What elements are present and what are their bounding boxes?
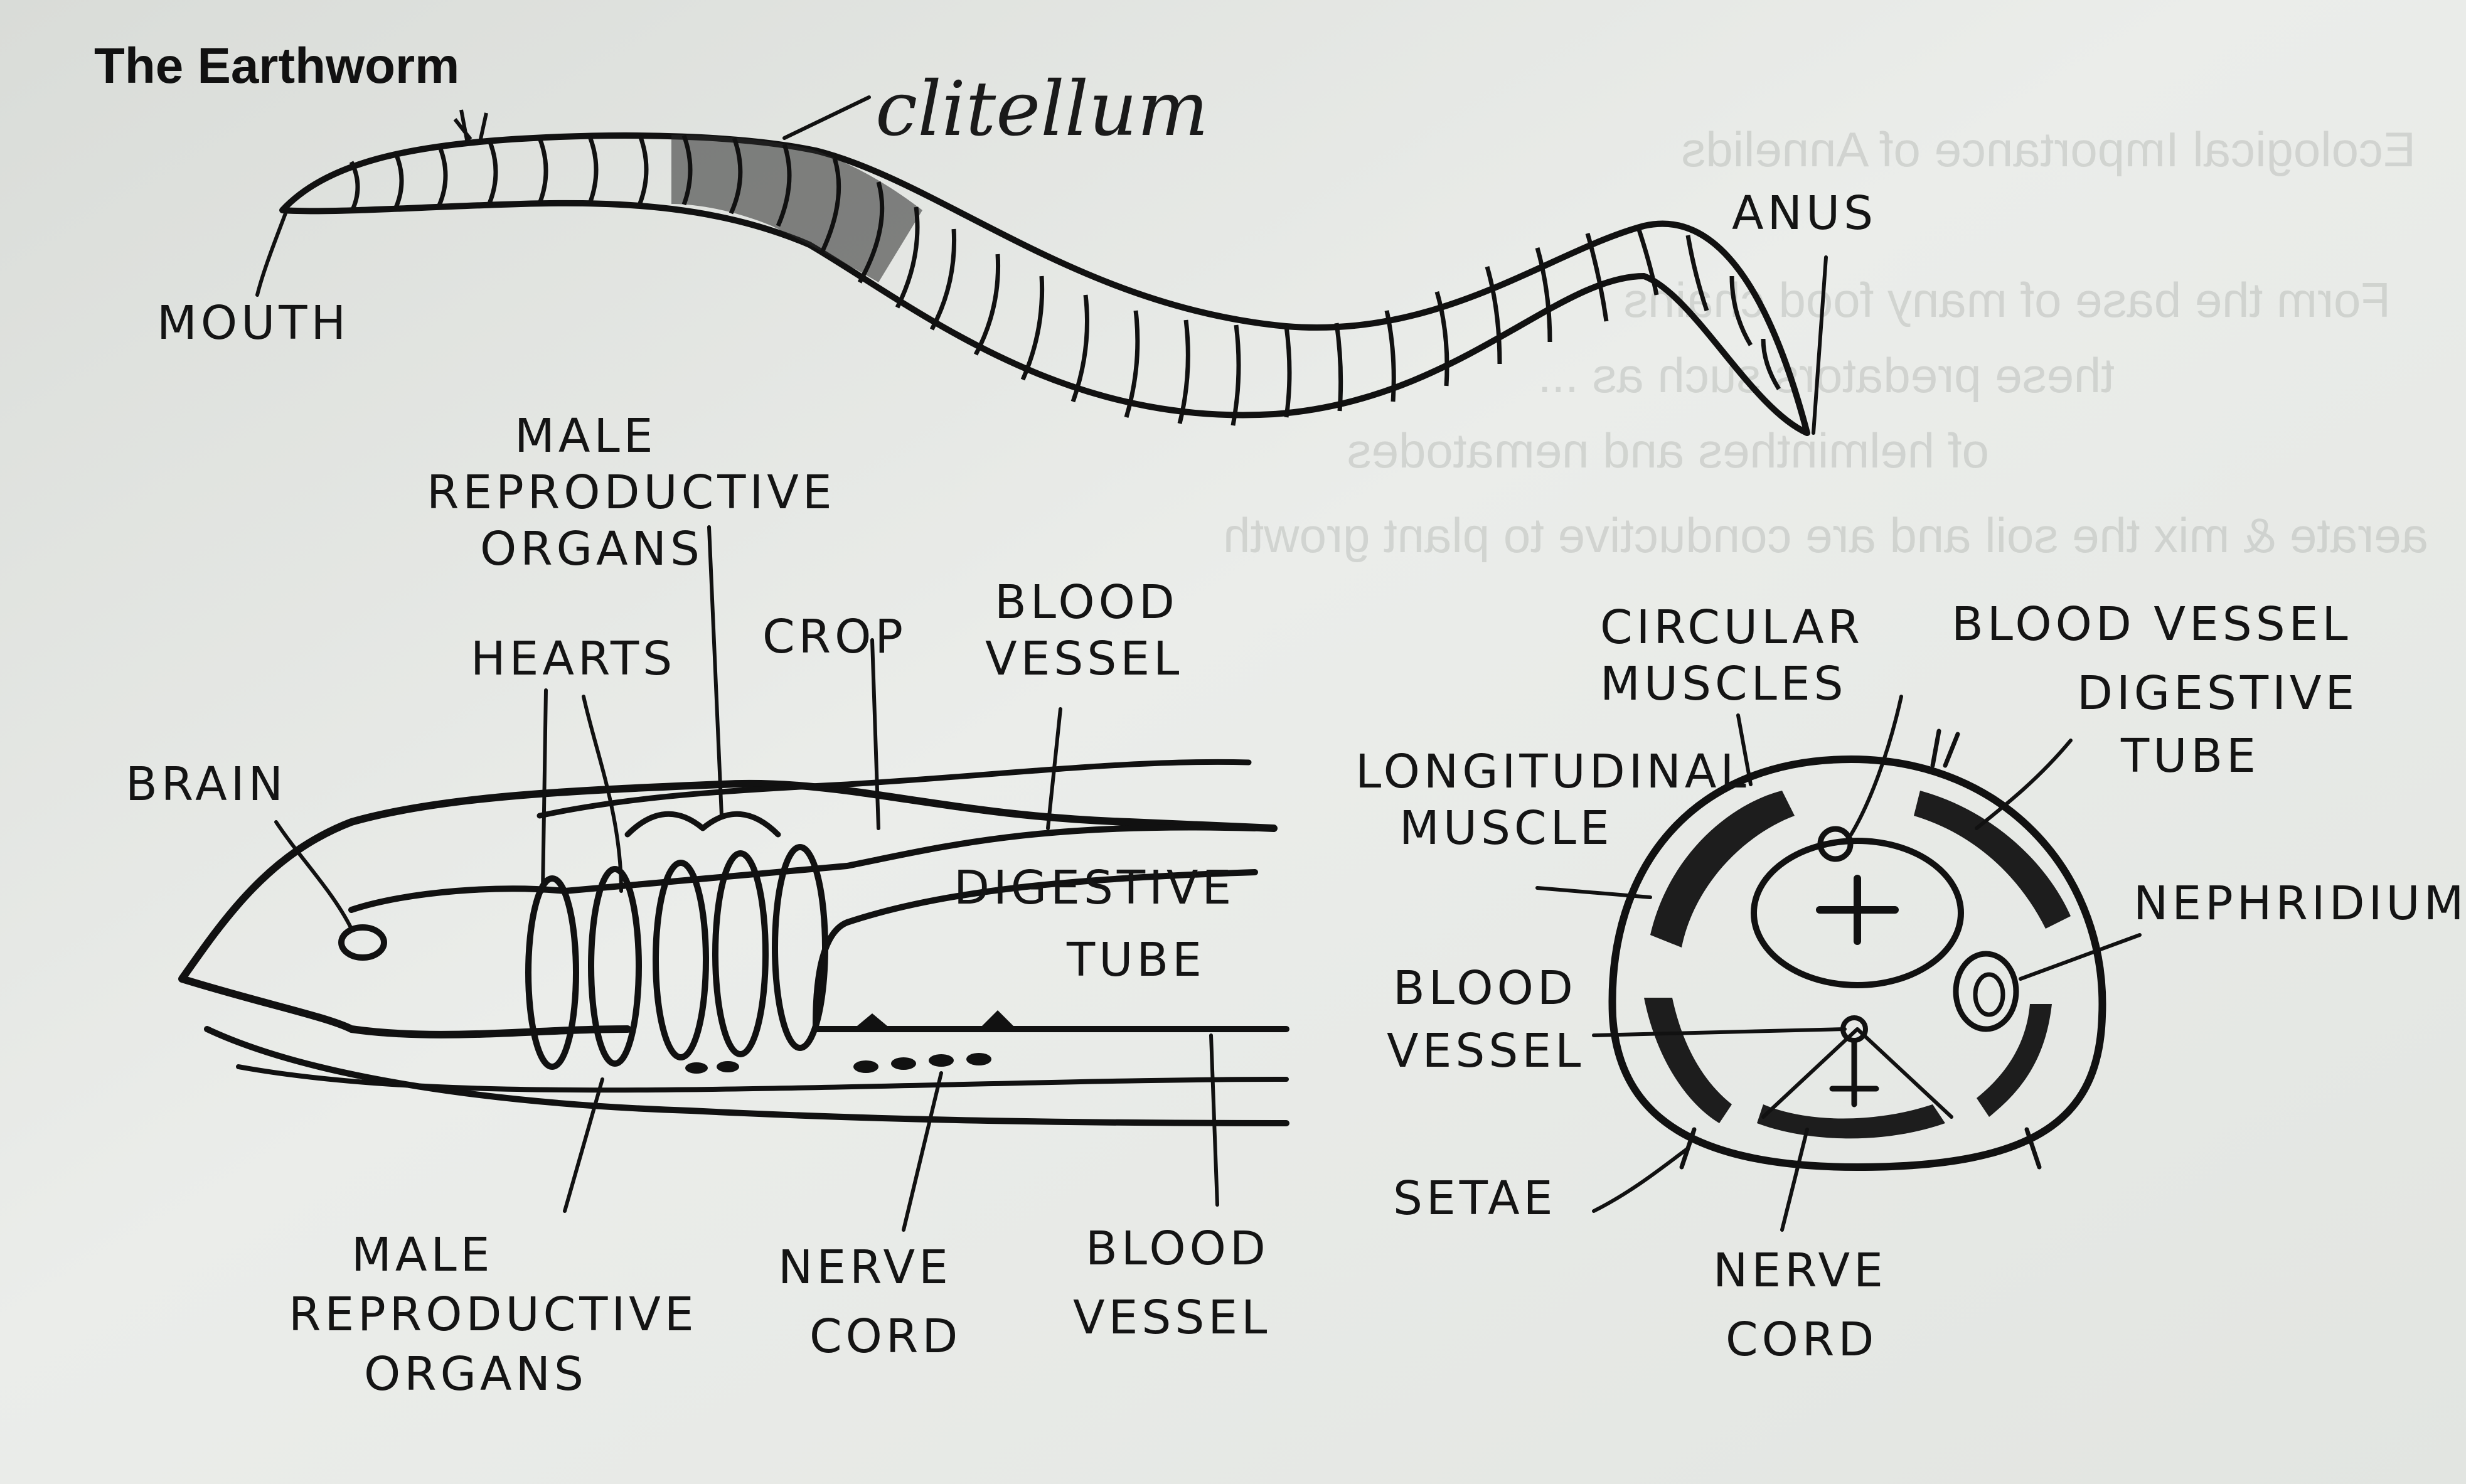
hearts-loops bbox=[525, 844, 828, 1070]
muscle-bands bbox=[1644, 791, 2071, 1139]
svg-text:CORD: CORD bbox=[1726, 1313, 1877, 1367]
bleed-line-2: Form the base of many food chains bbox=[1623, 272, 2391, 328]
label-blood-vessel-cross-top: BLOOD VESSEL bbox=[1951, 597, 2352, 651]
label-mouth: MOUTH bbox=[157, 296, 350, 350]
bleed-through-text: Ecological Importance of Annelids Form t… bbox=[1223, 122, 2428, 563]
label-male-reproductive-bottom: MALE REPRODUCTIVE ORGANS bbox=[289, 1228, 698, 1401]
svg-text:TUBE: TUBE bbox=[2120, 729, 2260, 783]
external-leaders bbox=[255, 95, 1828, 435]
label-anus: ANUS bbox=[1732, 186, 1877, 240]
body-outline bbox=[178, 779, 1278, 1038]
svg-text:LONGITUDINAL: LONGITUDINAL bbox=[1355, 745, 1750, 799]
ventral-inner-line bbox=[236, 1064, 1289, 1093]
svg-text:ORGANS: ORGANS bbox=[480, 522, 703, 576]
label-male-reproductive-top: MALE REPRODUCTIVE ORGANS bbox=[427, 409, 836, 576]
cross-section-outline bbox=[1608, 755, 2106, 1171]
label-blood-vessel-bottom: BLOOD VESSEL bbox=[1073, 1222, 1271, 1345]
svg-text:BLOOD: BLOOD bbox=[995, 575, 1178, 629]
svg-text:MALE: MALE bbox=[351, 1228, 493, 1282]
setae-hairs bbox=[453, 109, 488, 144]
label-blood-vessel-cross-left: BLOOD VESSEL bbox=[1387, 961, 1584, 1078]
cross-leaders bbox=[1535, 695, 2142, 1232]
bleed-line-3: these predators such as ... bbox=[1538, 348, 2115, 403]
digestive-tube-wall bbox=[348, 824, 1289, 1032]
svg-text:CIRCULAR: CIRCULAR bbox=[1600, 601, 1864, 654]
svg-text:VESSEL: VESSEL bbox=[1073, 1291, 1271, 1345]
page-title: The Earthworm bbox=[94, 38, 459, 93]
label-digestive-tube-cross: DIGESTIVE TUBE bbox=[2077, 666, 2358, 783]
svg-text:TUBE: TUBE bbox=[1066, 933, 1205, 987]
svg-text:NERVE: NERVE bbox=[1713, 1244, 1887, 1298]
svg-text:VESSEL: VESSEL bbox=[985, 632, 1183, 686]
digestive-tube-ring bbox=[1751, 838, 1964, 988]
svg-text:VESSEL: VESSEL bbox=[1387, 1024, 1584, 1078]
svg-text:DIGESTIVE: DIGESTIVE bbox=[2077, 666, 2358, 720]
svg-text:BLOOD: BLOOD bbox=[1086, 1222, 1269, 1276]
label-crop: CROP bbox=[762, 610, 907, 664]
label-blood-vessel-top: BLOOD VESSEL bbox=[985, 575, 1183, 686]
longitudinal-section bbox=[178, 759, 1289, 1126]
svg-text:NERVE: NERVE bbox=[778, 1241, 952, 1294]
svg-text:DIGESTIVE: DIGESTIVE bbox=[954, 861, 1235, 915]
ventral-body-wall bbox=[204, 1026, 1289, 1126]
clitellum-band bbox=[671, 135, 922, 282]
svg-text:MUSCLE: MUSCLE bbox=[1399, 801, 1613, 855]
dorsal-blood-vessel bbox=[536, 759, 1252, 819]
label-setae: SETAE bbox=[1393, 1172, 1557, 1225]
svg-text:ORGANS: ORGANS bbox=[364, 1347, 587, 1401]
label-circular-muscles: CIRCULAR MUSCLES bbox=[1600, 601, 1864, 711]
dorsal-vessel-circle bbox=[1817, 826, 1854, 862]
label-nerve-cord-cross: NERVE CORD bbox=[1713, 1244, 1887, 1367]
longitudinal-leaders bbox=[274, 525, 1219, 1232]
svg-text:BLOOD: BLOOD bbox=[1393, 961, 1577, 1015]
nephridium-shape bbox=[1953, 951, 2019, 1032]
label-nerve-cord-long: NERVE CORD bbox=[778, 1241, 961, 1364]
svg-text:CORD: CORD bbox=[809, 1310, 961, 1364]
label-longitudinal-muscle: LONGITUDINAL MUSCLE bbox=[1355, 745, 1750, 855]
label-brain: BRAIN bbox=[125, 757, 287, 811]
label-digestive-tube-long: DIGESTIVE TUBE bbox=[954, 861, 1235, 987]
label-clitellum: clitellum bbox=[875, 66, 1209, 153]
label-nephridium: NEPHRIDIUM bbox=[2133, 877, 2466, 931]
bleed-line-5: aerate & mix the soil and are conductive… bbox=[1223, 508, 2428, 563]
cross-section bbox=[1608, 729, 2106, 1171]
svg-text:MUSCLES: MUSCLES bbox=[1600, 657, 1847, 711]
segment-rings bbox=[349, 134, 1781, 426]
nerve-cord-ganglia bbox=[685, 1010, 1017, 1074]
bleed-line-4: of helminthes and nematodes bbox=[1347, 423, 1989, 478]
svg-text:MALE: MALE bbox=[515, 409, 656, 463]
typhlosole bbox=[1816, 875, 1899, 945]
svg-text:REPRODUCTIVE: REPRODUCTIVE bbox=[427, 466, 836, 520]
external-view-worm bbox=[279, 109, 1810, 436]
brain-shape bbox=[338, 924, 387, 961]
nerve-cord-shape bbox=[1829, 1038, 1879, 1108]
svg-text:REPRODUCTIVE: REPRODUCTIVE bbox=[289, 1288, 698, 1342]
label-hearts: HEARTS bbox=[471, 632, 676, 686]
reproductive-organs-top bbox=[624, 811, 781, 838]
bleed-line-1: Ecological Importance of Annelids bbox=[1681, 122, 2416, 177]
